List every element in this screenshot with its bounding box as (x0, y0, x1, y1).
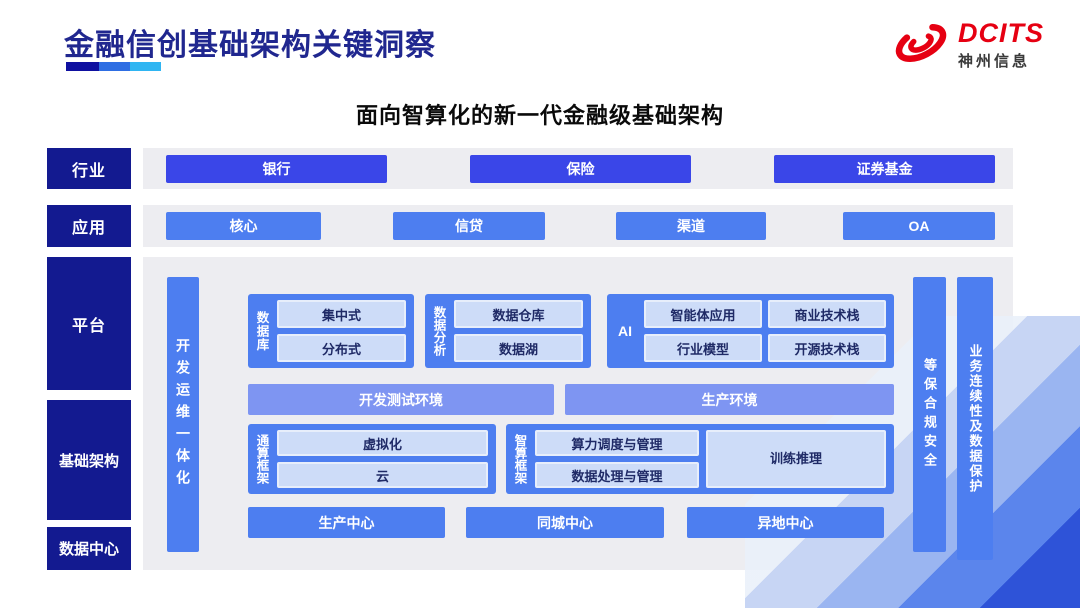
database-item-centralized: 集中式 (277, 300, 406, 328)
ai-group-label: AI (618, 323, 632, 339)
devops-vertical-bar: 开发运维一体化 (167, 277, 199, 552)
intelligent-compute-group: 智算框架 算力调度与管理 数据处理与管理 训练推理 (506, 424, 894, 494)
application-item-oa: OA (843, 212, 995, 240)
logo-company-text: 神州信息 (958, 53, 1031, 70)
production-env-bar: 生产环境 (565, 384, 894, 415)
logo-brand-text: DCITS (958, 18, 1044, 48)
database-group-label: 数据库 (254, 310, 269, 352)
rail-label-industry: 行业 (47, 148, 131, 189)
application-item-channel: 渠道 (616, 212, 766, 240)
ai-item-agent-app: 智能体应用 (644, 300, 762, 328)
security-compliance-bar: 等保合规安全 (913, 277, 946, 552)
general-compute-group-label: 通算框架 (254, 434, 269, 484)
center-production: 生产中心 (248, 507, 445, 538)
swirl-logo-icon (892, 18, 950, 73)
rail-label-datacenter: 数据中心 (47, 527, 131, 570)
title-underline-segment (66, 62, 99, 71)
rail-label-platform: 平台 (47, 257, 131, 390)
rail-label-application: 应用 (47, 205, 131, 247)
industry-item-securities-fund: 证券基金 (774, 155, 995, 183)
center-remote: 异地中心 (687, 507, 884, 538)
intelligent-compute-item-train-inference: 训练推理 (706, 430, 886, 488)
ai-item-commercial-stack: 商业技术栈 (768, 300, 886, 328)
ai-group: AI 智能体应用 商业技术栈 行业模型 开源技术栈 (607, 294, 894, 368)
diagram-subtitle: 面向智算化的新一代金融级基础架构 (355, 103, 724, 128)
analytics-item-lake: 数据湖 (454, 334, 583, 362)
title-underline-segment (130, 62, 161, 71)
title-underline-segment (99, 62, 130, 71)
ai-item-open-source-stack: 开源技术栈 (768, 334, 886, 362)
company-logo: DCITS 神州信息 (892, 18, 1044, 73)
page-title: 金融信创基础架构关键洞察 (64, 29, 436, 62)
database-item-distributed: 分布式 (277, 334, 406, 362)
analytics-group: 数据分析 数据仓库 数据湖 (425, 294, 591, 368)
application-item-core: 核心 (166, 212, 321, 240)
center-same-city: 同城中心 (466, 507, 664, 538)
general-compute-item-cloud: 云 (277, 462, 488, 488)
dev-test-env-bar: 开发测试环境 (248, 384, 554, 415)
application-item-credit: 信贷 (393, 212, 545, 240)
analytics-item-warehouse: 数据仓库 (454, 300, 583, 328)
database-group: 数据库 集中式 分布式 (248, 294, 414, 368)
business-continuity-bar: 业务连续性及数据保护 (957, 277, 993, 560)
intelligent-compute-item-data-processing: 数据处理与管理 (535, 462, 699, 488)
analytics-group-label: 数据分析 (431, 306, 446, 356)
title-underline (66, 62, 161, 71)
industry-item-insurance: 保险 (470, 155, 691, 183)
intelligent-compute-group-label: 智算框架 (512, 434, 527, 484)
industry-item-bank: 银行 (166, 155, 387, 183)
intelligent-compute-item-scheduling: 算力调度与管理 (535, 430, 699, 456)
ai-item-industry-model: 行业模型 (644, 334, 762, 362)
general-compute-group: 通算框架 虚拟化 云 (248, 424, 496, 494)
rail-label-infrastructure: 基础架构 (47, 400, 131, 520)
general-compute-item-virtualization: 虚拟化 (277, 430, 488, 456)
